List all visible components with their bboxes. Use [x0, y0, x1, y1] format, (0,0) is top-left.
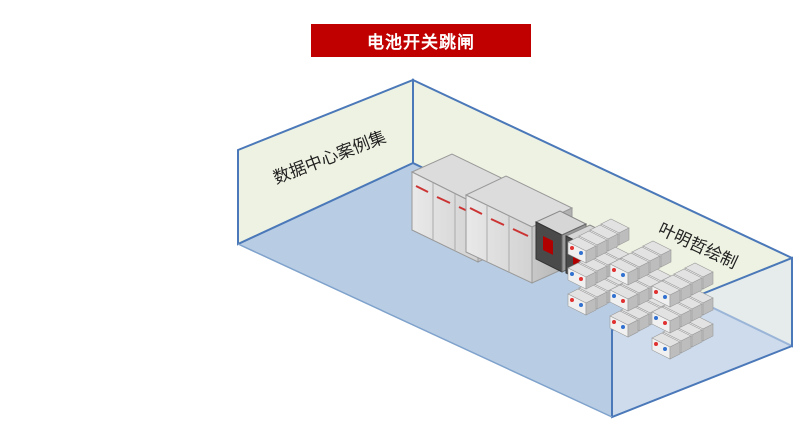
floor-edge — [237, 243, 613, 418]
battery-cell — [651, 332, 681, 360]
battery-bank-3 — [651, 262, 714, 360]
page-title: 电池开关跳闸 — [311, 24, 531, 57]
battery-cell — [651, 306, 681, 334]
battery-cell — [567, 236, 597, 264]
battery-cell — [609, 284, 639, 312]
battery-banks — [567, 218, 714, 360]
battery-cell — [567, 262, 597, 290]
battery-cell — [651, 280, 681, 308]
battery-cell — [609, 310, 639, 338]
battery-cell — [609, 258, 639, 286]
battery-cell — [567, 288, 597, 316]
